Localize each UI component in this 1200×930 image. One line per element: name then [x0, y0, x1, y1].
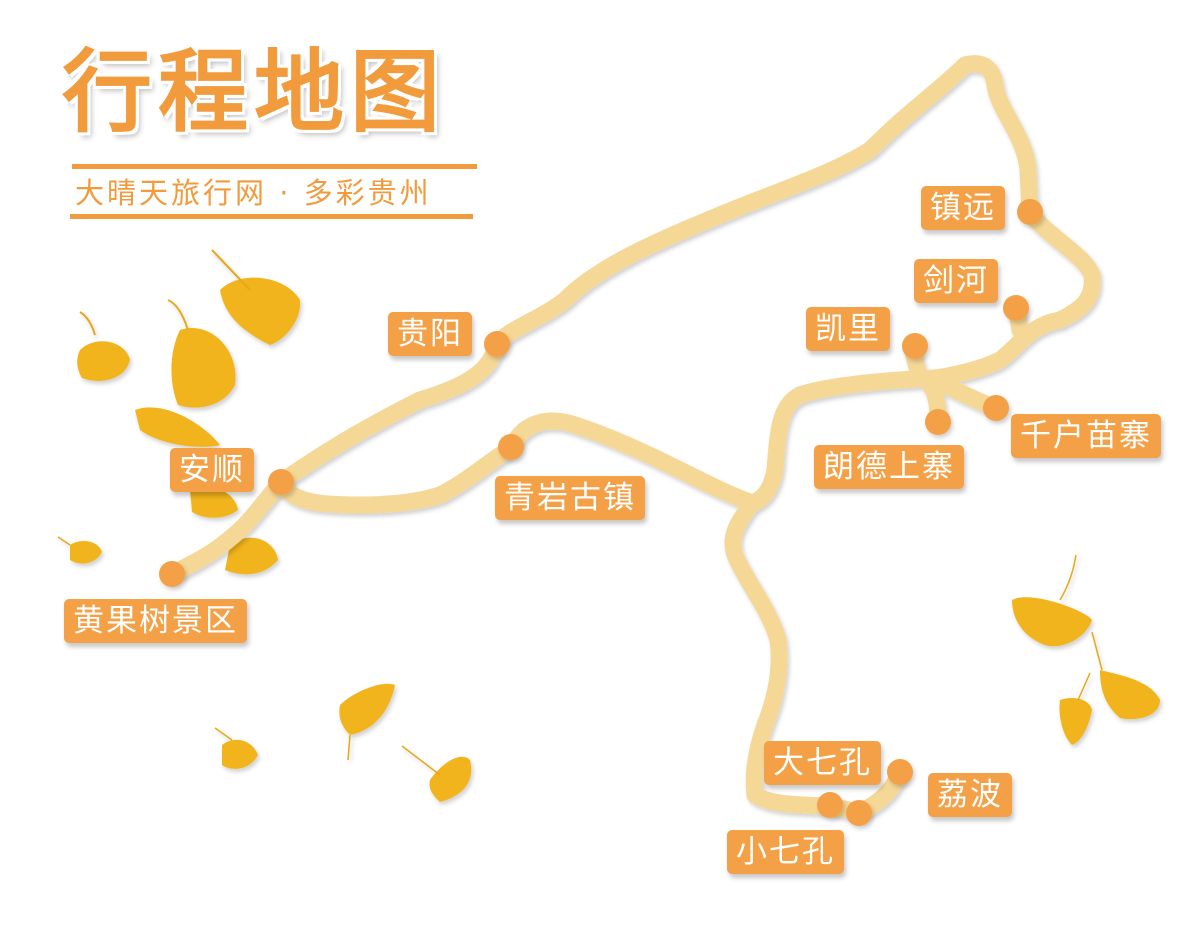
- stop-dot-kaili[interactable]: [902, 333, 928, 359]
- leaf-icon: [1091, 631, 1160, 720]
- stop-label-kaili[interactable]: 凯里: [806, 307, 890, 351]
- stop-dot-huangguoshu[interactable]: [159, 561, 185, 587]
- stop-dot-xiaoqikong-1[interactable]: [817, 792, 843, 818]
- map-title: 行程地图: [62, 40, 446, 145]
- stop-label-libo[interactable]: 荔波: [928, 773, 1012, 817]
- stop-label-jianhe[interactable]: 剑河: [914, 259, 998, 303]
- stop-label-huangguoshu[interactable]: 黄果树景区: [64, 599, 247, 643]
- title-divider-bottom: [70, 214, 473, 219]
- stop-label-langde[interactable]: 朗德上寨: [814, 445, 964, 489]
- stop-dot-langde[interactable]: [925, 409, 951, 435]
- stop-dot-zhenyuan[interactable]: [1017, 199, 1043, 225]
- leaf-icon: [167, 299, 236, 408]
- leaf-icon: [1059, 672, 1092, 745]
- stop-dot-xiaoqikong-2[interactable]: [846, 800, 872, 826]
- leaf-icon: [1012, 554, 1092, 647]
- leaf-icon: [211, 249, 301, 345]
- stop-label-daqikong[interactable]: 大七孔: [764, 741, 881, 785]
- route-path: [163, 55, 1101, 821]
- leaf-icon: [225, 537, 278, 575]
- leaf-icon: [190, 486, 238, 518]
- stop-label-qianhu[interactable]: 千户苗寨: [1011, 414, 1161, 458]
- stop-label-xiaoqikong[interactable]: 小七孔: [727, 830, 844, 874]
- stop-dot-qianhu[interactable]: [983, 395, 1009, 421]
- stop-label-anshun[interactable]: 安顺: [170, 448, 254, 492]
- stop-dot-anshun[interactable]: [268, 469, 294, 495]
- map-subtitle: 大晴天旅行网 · 多彩贵州: [75, 176, 432, 210]
- leaf-icon: [77, 311, 130, 381]
- stop-markers: [159, 199, 1043, 826]
- stop-dot-guiyang[interactable]: [484, 331, 510, 357]
- stop-dot-qingyan[interactable]: [498, 434, 524, 460]
- title-divider-top: [72, 164, 477, 169]
- stop-dot-daqikong[interactable]: [887, 759, 913, 785]
- leaf-icon: [214, 727, 258, 769]
- leaf-icon: [57, 536, 102, 564]
- stop-label-qingyan[interactable]: 青岩古镇: [495, 476, 645, 520]
- stop-label-zhenyuan[interactable]: 镇远: [921, 186, 1005, 230]
- leaf-icon: [135, 407, 220, 447]
- ginkgo-leaves: [57, 249, 1160, 802]
- stop-label-guiyang[interactable]: 贵阳: [388, 312, 472, 356]
- stop-dot-jianhe[interactable]: [1003, 295, 1029, 321]
- leaf-icon: [401, 745, 472, 802]
- leaf-icon: [339, 683, 395, 761]
